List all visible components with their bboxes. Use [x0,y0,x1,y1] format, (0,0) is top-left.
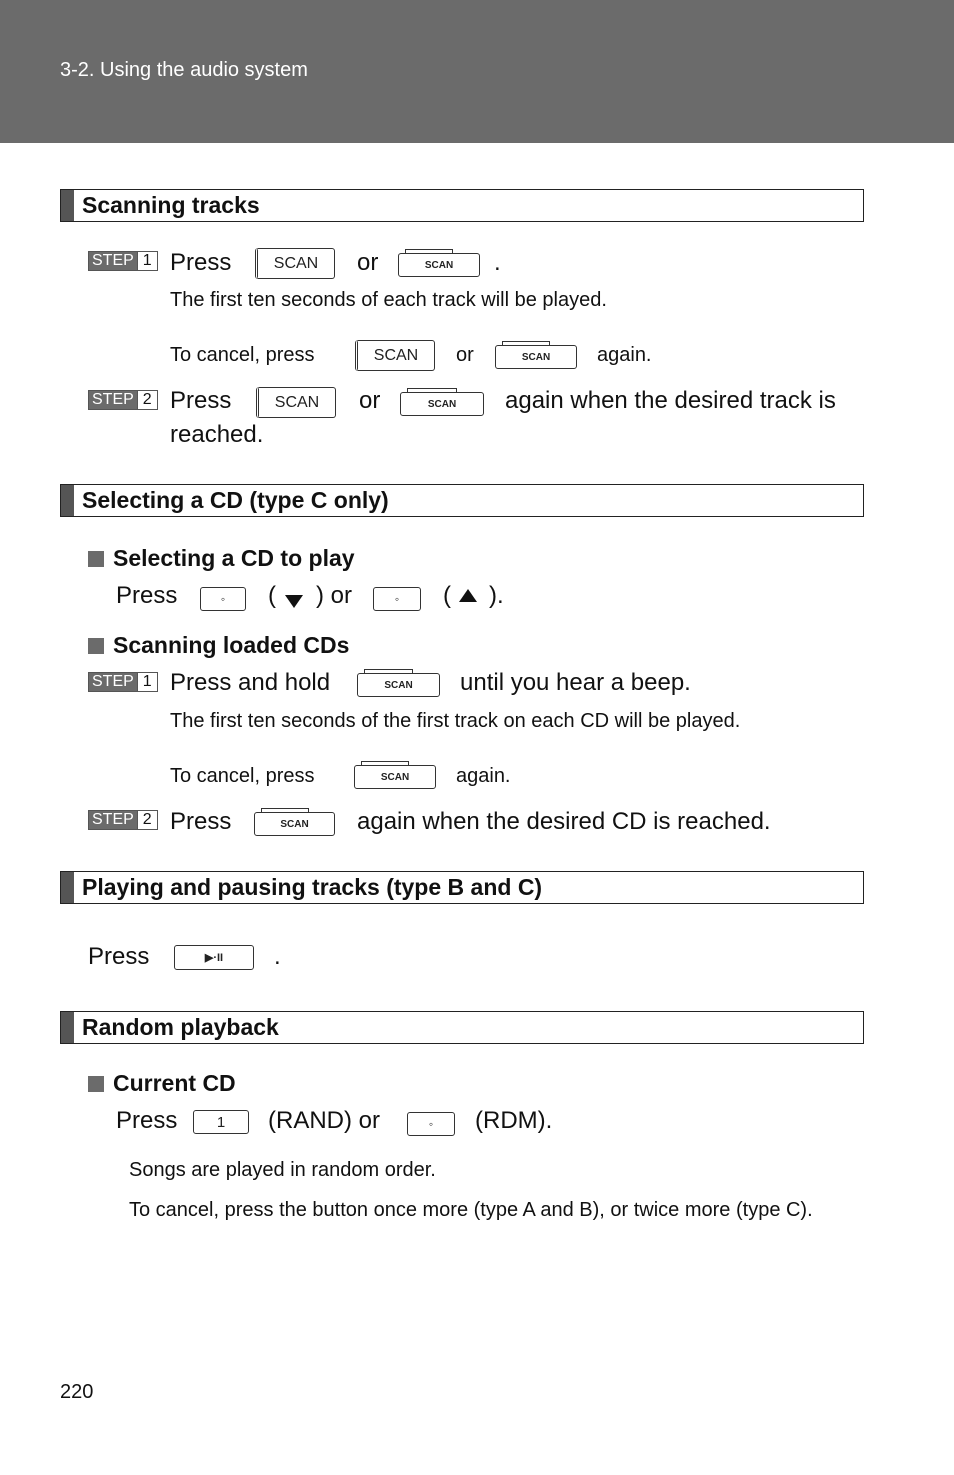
square-bullet-icon [88,1076,104,1092]
scan-button-icon: SCAN [495,341,577,369]
section-title: Scanning tracks [82,192,260,218]
instruction-text: again when the desired track is [505,387,836,414]
or-text: or [456,344,474,366]
instruction-text: until you hear a beep. [460,669,691,696]
disc-button-icon: ◦ [373,587,421,611]
heading-bar [61,485,74,516]
instruction-text: (RDM). [475,1107,553,1134]
subheading-selecting-cd: Selecting a CD to play [88,544,355,572]
instruction-text: (RAND) or [268,1107,380,1134]
paren-text: ). [489,582,504,609]
period-text: . [274,943,281,970]
instruction-text: again when the desired CD is reached. [357,808,771,835]
note-text: Songs are played in random order. [129,1159,436,1181]
subheading-text: Current CD [113,1070,236,1096]
scan-button-icon: SCAN [355,340,435,371]
subheading-text: Selecting a CD to play [113,545,355,571]
step-label: STEP [89,811,137,829]
heading-bar [61,872,74,903]
section-heading-selecting-cd: Selecting a CD (type C only) [60,484,864,517]
subheading-scanning-cds: Scanning loaded CDs [88,631,349,659]
instruction-text: Press [116,582,178,609]
disc-button-icon: ◦ [407,1112,455,1136]
instruction-text: Press [170,249,232,276]
square-bullet-icon [88,638,104,654]
paren-text: ( [268,582,276,609]
or-text: or [359,387,381,414]
period-text: . [494,249,501,276]
scan-button-icon: SCAN [354,761,436,789]
section-title: Random playback [82,1014,279,1040]
cancel-text: To cancel, press [170,765,315,787]
heading-bar [61,1012,74,1043]
page-number: 220 [60,1381,94,1403]
step-label: STEP [89,673,137,691]
or-text: ) or [316,582,352,609]
again-text: again. [597,344,652,366]
section-breadcrumb: 3-2. Using the audio system [60,59,308,81]
scan-button-icon: SCAN [255,248,335,279]
section-heading-random-playback: Random playback [60,1011,864,1044]
step-number: 1 [136,252,157,270]
scan-button-icon: SCAN [398,249,480,277]
play-pause-button-icon: ▶·II [174,945,254,970]
square-bullet-icon [88,551,104,567]
down-arrow-icon [285,593,303,611]
paren-text: ( [443,582,451,609]
subheading-text: Scanning loaded CDs [113,632,350,658]
scan-button-icon: SCAN [256,387,336,418]
step-number: 1 [136,673,157,691]
scan-button-icon: SCAN [400,388,484,416]
instruction-text: Press and hold [170,669,331,696]
subheading-current-cd: Current CD [88,1069,236,1097]
preset-1-button-icon: 1 [193,1110,249,1134]
disc-button-icon: ◦ [200,587,246,611]
note-text: To cancel, press the button once more (t… [129,1199,813,1221]
cancel-text: To cancel, press [170,344,315,366]
instruction-text: Press [88,943,150,970]
instruction-text: Press [170,808,232,835]
section-title: Playing and pausing tracks (type B and C… [82,874,543,900]
again-text: again. [456,765,511,787]
scan-button-icon: SCAN [254,808,335,836]
step-number: 2 [136,811,157,829]
step-label: STEP [89,391,137,409]
note-text: The first ten seconds of each track will… [170,289,607,311]
or-text: or [357,249,379,276]
step-label: STEP [89,252,137,270]
section-heading-scanning-tracks: Scanning tracks [60,189,864,222]
up-arrow-icon [459,589,477,609]
section-heading-playing-pausing: Playing and pausing tracks (type B and C… [60,871,864,904]
step-number: 2 [136,391,157,409]
section-title: Selecting a CD (type C only) [82,487,389,513]
instruction-text: Press [116,1107,178,1134]
note-text: The first ten seconds of the first track… [170,710,741,732]
page-header [0,0,954,143]
instruction-text: Press [170,387,232,414]
instruction-text: reached. [170,421,264,448]
scan-button-icon: SCAN [357,669,440,697]
heading-bar [61,190,74,221]
